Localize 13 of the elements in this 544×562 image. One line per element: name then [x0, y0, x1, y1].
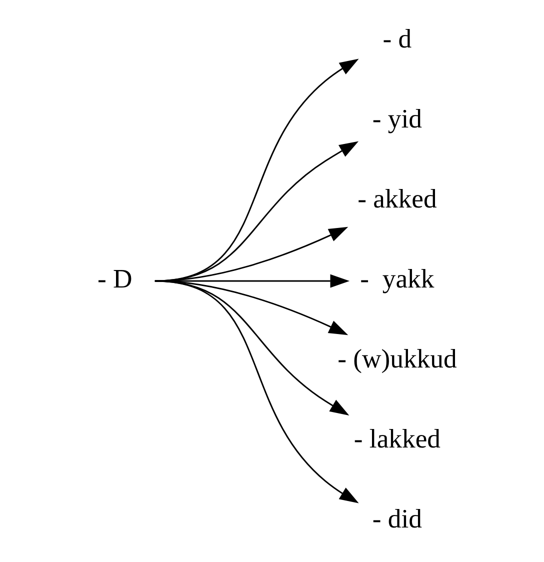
node-text: - yid [372, 103, 422, 134]
arrow [154, 280, 359, 504]
arrow [154, 280, 350, 416]
node-text: - did [372, 504, 422, 534]
node-text: - yakk [360, 264, 434, 294]
node-text: - akked [358, 184, 437, 214]
node-text: - d [382, 23, 412, 54]
node-text: - D [98, 264, 132, 294]
arrow [154, 58, 359, 282]
arrow [154, 226, 348, 282]
node-text: - (w)ukkud [338, 344, 457, 374]
arrow [154, 141, 359, 282]
node-text: - lakked [354, 424, 441, 454]
